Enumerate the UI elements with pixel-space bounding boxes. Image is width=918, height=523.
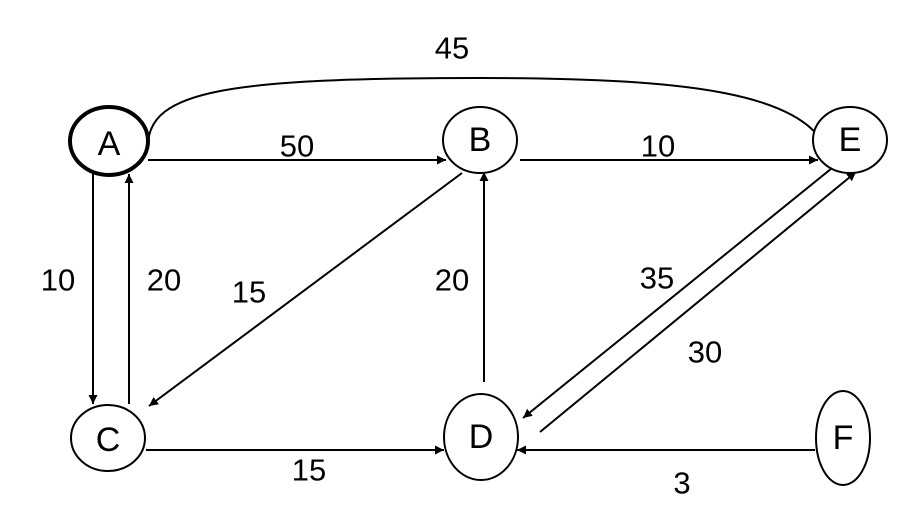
node-b-shape [442, 106, 518, 174]
node-e: E [812, 106, 888, 174]
edge-f-d-weight: 3 [673, 466, 690, 501]
edge-a-b: 50 [148, 129, 446, 165]
edge-b-c-line [148, 172, 463, 407]
edge-b-e: 10 [520, 129, 818, 165]
edge-e-d: 35 [522, 159, 843, 419]
node-f: F [815, 390, 871, 486]
node-b-label: B [469, 121, 492, 159]
node-e-shape [812, 106, 888, 174]
edge-a-e: 45 [147, 31, 829, 151]
node-d-shape [443, 393, 519, 481]
edge-e-d-weight: 35 [640, 261, 674, 296]
nodes: A B E C D F [68, 105, 888, 486]
edge-a-e-line [147, 76, 829, 151]
edge-c-a-weight: 20 [147, 263, 181, 298]
node-b: B [442, 106, 518, 174]
edge-e-d-line [522, 159, 843, 419]
edge-b-c-weight: 15 [232, 275, 266, 310]
edge-a-c-weight: 10 [41, 263, 75, 298]
edge-b-e-weight: 10 [641, 129, 675, 164]
node-f-label: F [833, 419, 854, 457]
edge-f-d: 3 [517, 445, 815, 501]
node-d: D [443, 393, 519, 481]
edges: 45 50 10 10 20 15 20 [41, 31, 857, 501]
edge-a-b-weight: 50 [280, 129, 314, 164]
edge-d-e-line [539, 171, 857, 433]
node-a-shape [68, 105, 150, 177]
node-c: C [70, 404, 146, 472]
edge-d-e-weight: 30 [688, 335, 722, 370]
edge-c-d: 15 [146, 445, 444, 488]
node-a-label: A [98, 125, 121, 163]
node-d-label: D [469, 418, 494, 456]
edge-a-c: 10 [41, 174, 98, 404]
edge-d-e: 30 [539, 171, 857, 433]
edge-b-c: 15 [148, 172, 463, 407]
edge-d-b-weight: 20 [435, 263, 469, 298]
node-c-label: C [96, 421, 121, 459]
edge-c-a: 20 [124, 174, 181, 404]
edge-d-b: 20 [435, 172, 489, 382]
edge-a-e-weight: 45 [435, 31, 469, 66]
node-a: A [68, 105, 150, 177]
node-e-label: E [839, 121, 862, 159]
edge-c-d-weight: 15 [292, 453, 326, 488]
node-f-shape [815, 390, 871, 486]
node-c-shape [70, 404, 146, 472]
